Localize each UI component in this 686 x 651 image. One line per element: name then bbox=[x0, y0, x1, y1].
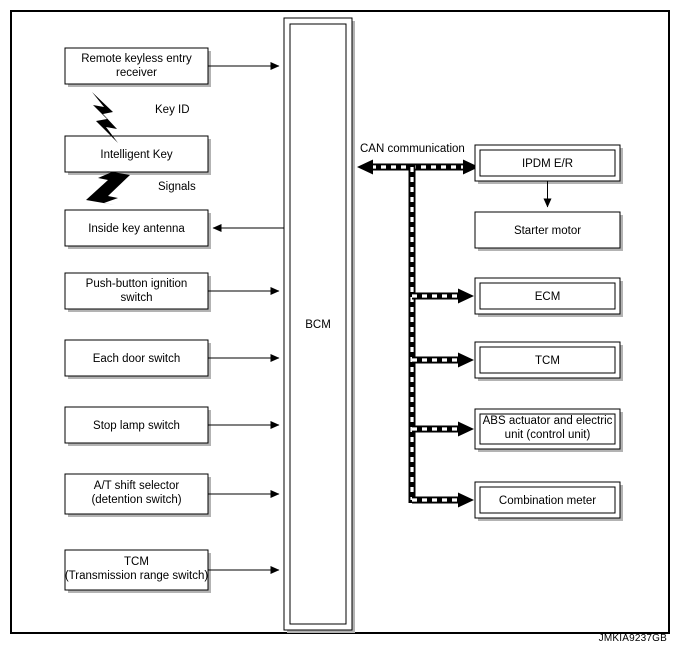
box-remote-keyless-entry-receiver: Remote keyless entry receiver bbox=[64, 47, 211, 87]
box-label-line1: TCM bbox=[535, 355, 560, 367]
box-label-line2: switch bbox=[121, 292, 153, 304]
bcm-label: BCM bbox=[305, 319, 331, 331]
box-label-line2: unit (control unit) bbox=[505, 429, 591, 441]
box-label-line1: Starter motor bbox=[514, 225, 581, 237]
box-label-line1: Stop lamp switch bbox=[93, 420, 180, 432]
box-label-line2: (Transmission range switch) bbox=[65, 570, 209, 582]
key-id-bolt-icon bbox=[92, 92, 118, 143]
box-label-line1: Intelligent Key bbox=[100, 149, 172, 161]
box-label-line1: Each door switch bbox=[93, 353, 181, 365]
box-tcm-transmission-range-switch: TCM (Transmission range switch) bbox=[64, 549, 211, 593]
figure-id: JMKIA9237GB bbox=[599, 633, 667, 644]
box-inside-key-antenna: Inside key antenna bbox=[64, 209, 211, 249]
box-label-line1: Push-button ignition bbox=[86, 278, 188, 290]
box-label-line1: ECM bbox=[535, 291, 561, 303]
box-ipdm-er: IPDM E/R bbox=[474, 144, 623, 184]
signals-bolt-icon bbox=[86, 170, 130, 205]
box-each-door-switch: Each door switch bbox=[64, 339, 211, 379]
box-push-button-ignition-switch: Push-button ignition switch bbox=[64, 272, 211, 312]
box-combination-meter: Combination meter bbox=[474, 481, 623, 521]
key-id-label: Key ID bbox=[155, 104, 190, 116]
box-abs-actuator: ABS actuator and electric unit (control … bbox=[474, 408, 623, 452]
box-at-shift-selector: A/T shift selector (detention switch) bbox=[64, 473, 211, 517]
box-label-line1: Inside key antenna bbox=[88, 223, 185, 235]
box-label-line1: TCM bbox=[124, 556, 149, 568]
signals-label: Signals bbox=[158, 181, 196, 193]
box-ecm: ECM bbox=[474, 277, 623, 317]
box-starter-motor: Starter motor bbox=[474, 211, 623, 251]
box-label-line1: ABS actuator and electric bbox=[483, 415, 613, 427]
box-label-line1: IPDM E/R bbox=[522, 158, 573, 170]
box-label-line2: receiver bbox=[116, 67, 157, 79]
box-label-line1: Combination meter bbox=[499, 495, 596, 507]
box-label-line1: Remote keyless entry bbox=[81, 53, 192, 65]
box-label-line2: (detention switch) bbox=[91, 494, 181, 506]
box-label-line1: A/T shift selector bbox=[94, 480, 180, 492]
box-intelligent-key: Intelligent Key bbox=[64, 135, 211, 175]
box-stop-lamp-switch: Stop lamp switch bbox=[64, 406, 211, 446]
can-communication-label: CAN communication bbox=[360, 143, 465, 155]
box-tcm: TCM bbox=[474, 341, 623, 381]
bcm-module: BCM bbox=[283, 17, 355, 633]
